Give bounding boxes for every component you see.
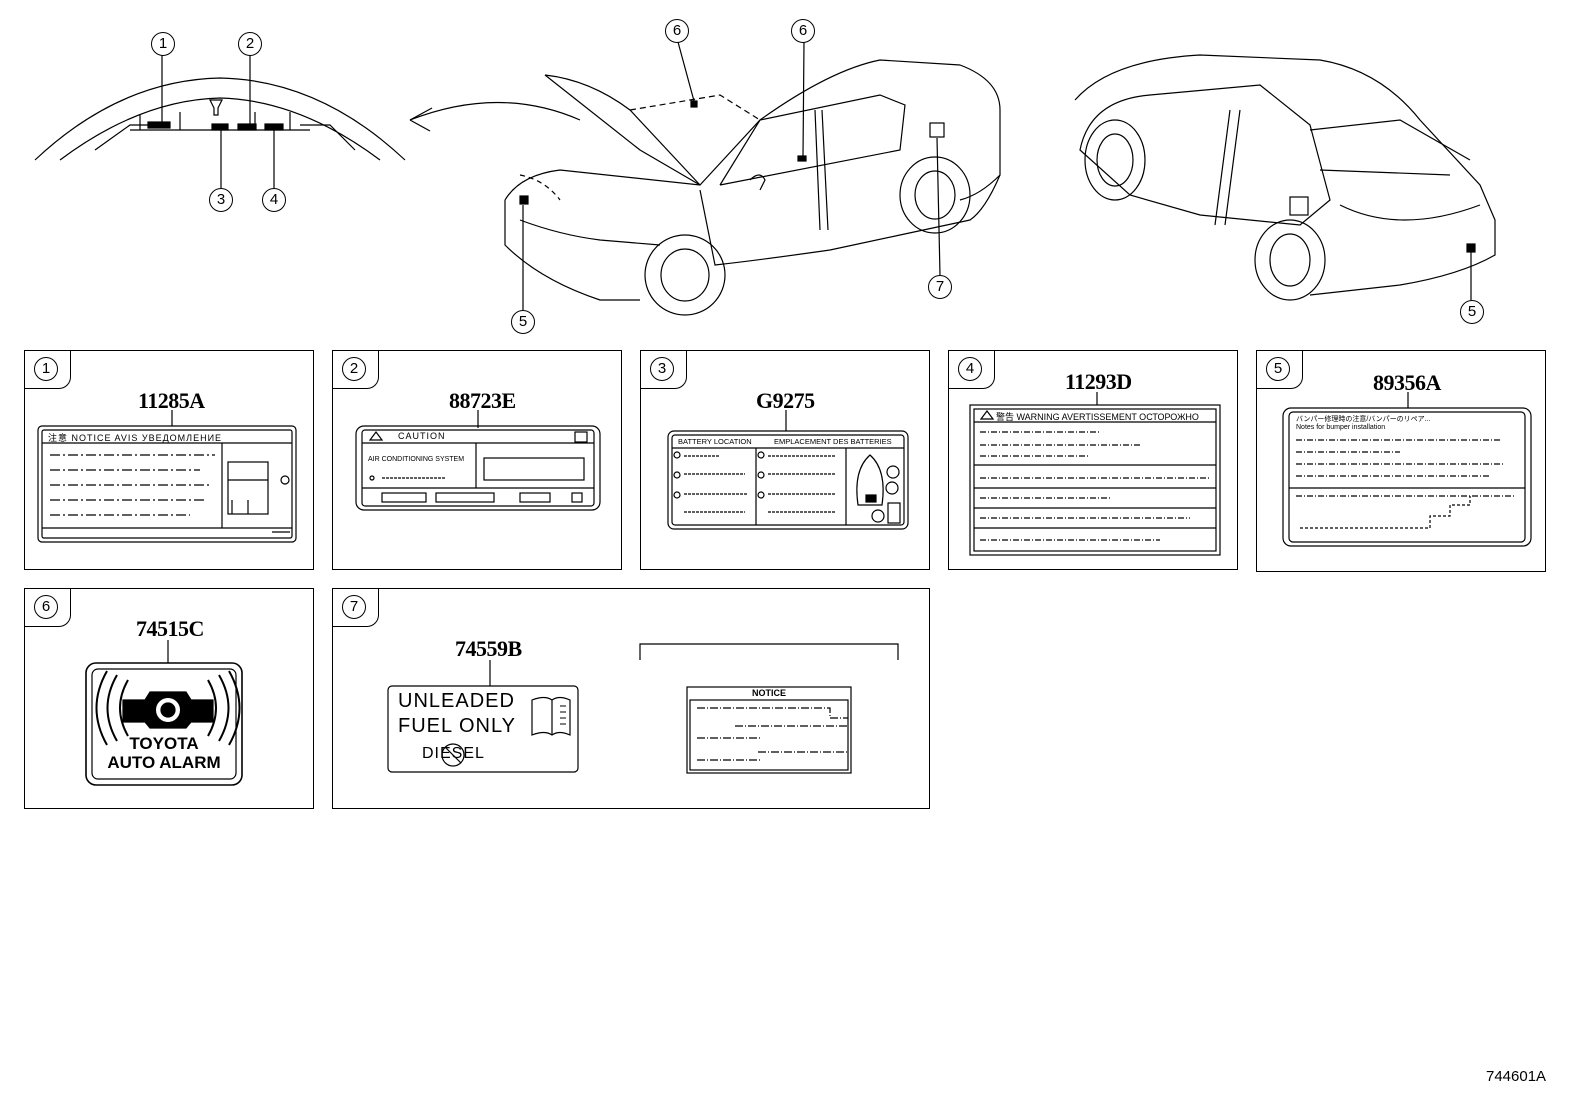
panel-tab: 1 <box>25 351 71 389</box>
panel-tab: 6 <box>25 589 71 627</box>
fuel-label-line1: UNLEADED <box>398 690 515 712</box>
panel-index: 5 <box>1266 357 1290 381</box>
part-number-89356A: 89356A <box>1373 370 1441 395</box>
panel-index: 2 <box>342 357 366 381</box>
label-panel-7: 7 <box>332 588 930 809</box>
label-5-drawing <box>1282 392 1532 547</box>
label-7-drawing <box>387 643 899 774</box>
callout-1: 1 <box>151 32 175 56</box>
rear-car-view <box>1074 54 1496 301</box>
fuel-label-line2: FUEL ONLY <box>398 715 516 737</box>
label-panel-1: 1 <box>24 350 314 570</box>
panel-index: 4 <box>958 357 982 381</box>
panel-tab: 5 <box>1257 351 1303 389</box>
label-4-drawing <box>969 392 1221 556</box>
label-5-header: バンパー修理時の注意/バンパーのリペア... <box>1296 416 1431 423</box>
notice-label-header: NOTICE <box>751 688 786 698</box>
panel-tab: 3 <box>641 351 687 389</box>
diagram-code: 744601A <box>1486 1068 1547 1085</box>
label-panel-5: 5 <box>1256 350 1546 572</box>
label-1-header: 注意 NOTICE AVIS УВЕДОМЛЕНИЕ <box>48 433 223 443</box>
callout-3: 3 <box>209 188 233 212</box>
label-panel-6: 6 <box>24 588 314 809</box>
callout-6-left: 6 <box>665 19 689 43</box>
callout-4: 4 <box>262 188 286 212</box>
part-number-88723E: 88723E <box>449 388 516 413</box>
panel-index: 1 <box>34 357 58 381</box>
label-2-subheader: AIR CONDITIONING SYSTEM <box>368 456 465 463</box>
front-car-view <box>504 41 1001 316</box>
label-3-drawing <box>667 410 909 530</box>
direction-arrow <box>409 101 581 121</box>
panel-index: 3 <box>650 357 674 381</box>
panel-tab: 4 <box>949 351 995 389</box>
part-number-11293D: 11293D <box>1065 369 1132 394</box>
alarm-label-line1: TOYOTA <box>129 734 199 753</box>
callout-7: 7 <box>928 275 952 299</box>
panel-tab: 2 <box>333 351 379 389</box>
label-3-header-left: BATTERY LOCATION <box>678 437 752 446</box>
label-2-header: CAUTION <box>398 431 446 441</box>
fuel-label-line3: DIESEL <box>422 745 485 762</box>
part-number-G9275: G9275 <box>756 388 815 413</box>
part-number-11285A: 11285A <box>138 388 205 413</box>
label-6-drawing <box>85 640 243 786</box>
panel-index: 6 <box>34 595 58 619</box>
callout-5-rear: 5 <box>1460 300 1484 324</box>
label-panel-3: 3 <box>640 350 930 570</box>
label-panel-2: 2 <box>332 350 622 570</box>
label-4-header: 警告 WARNING AVERTISSEMENT ОСТОРОЖНО <box>996 412 1199 422</box>
label-5-subheader: Notes for bumper installation <box>1296 424 1386 431</box>
part-number-74559B: 74559B <box>455 636 522 661</box>
callout-5-front: 5 <box>511 310 535 334</box>
label-1-drawing <box>37 410 297 543</box>
callout-2: 2 <box>238 32 262 56</box>
label-panel-4: 4 <box>948 350 1238 570</box>
alarm-label-line2: AUTO ALARM <box>107 753 221 772</box>
panel-tab: 7 <box>333 589 379 627</box>
panel-index: 7 <box>342 595 366 619</box>
part-number-74515C: 74515C <box>136 616 204 641</box>
label-2-drawing <box>355 410 601 511</box>
callout-6-right: 6 <box>791 19 815 43</box>
label-3-header-right: EMPLACEMENT DES BATTERIES <box>774 437 892 446</box>
hood-underside-view <box>34 55 406 188</box>
